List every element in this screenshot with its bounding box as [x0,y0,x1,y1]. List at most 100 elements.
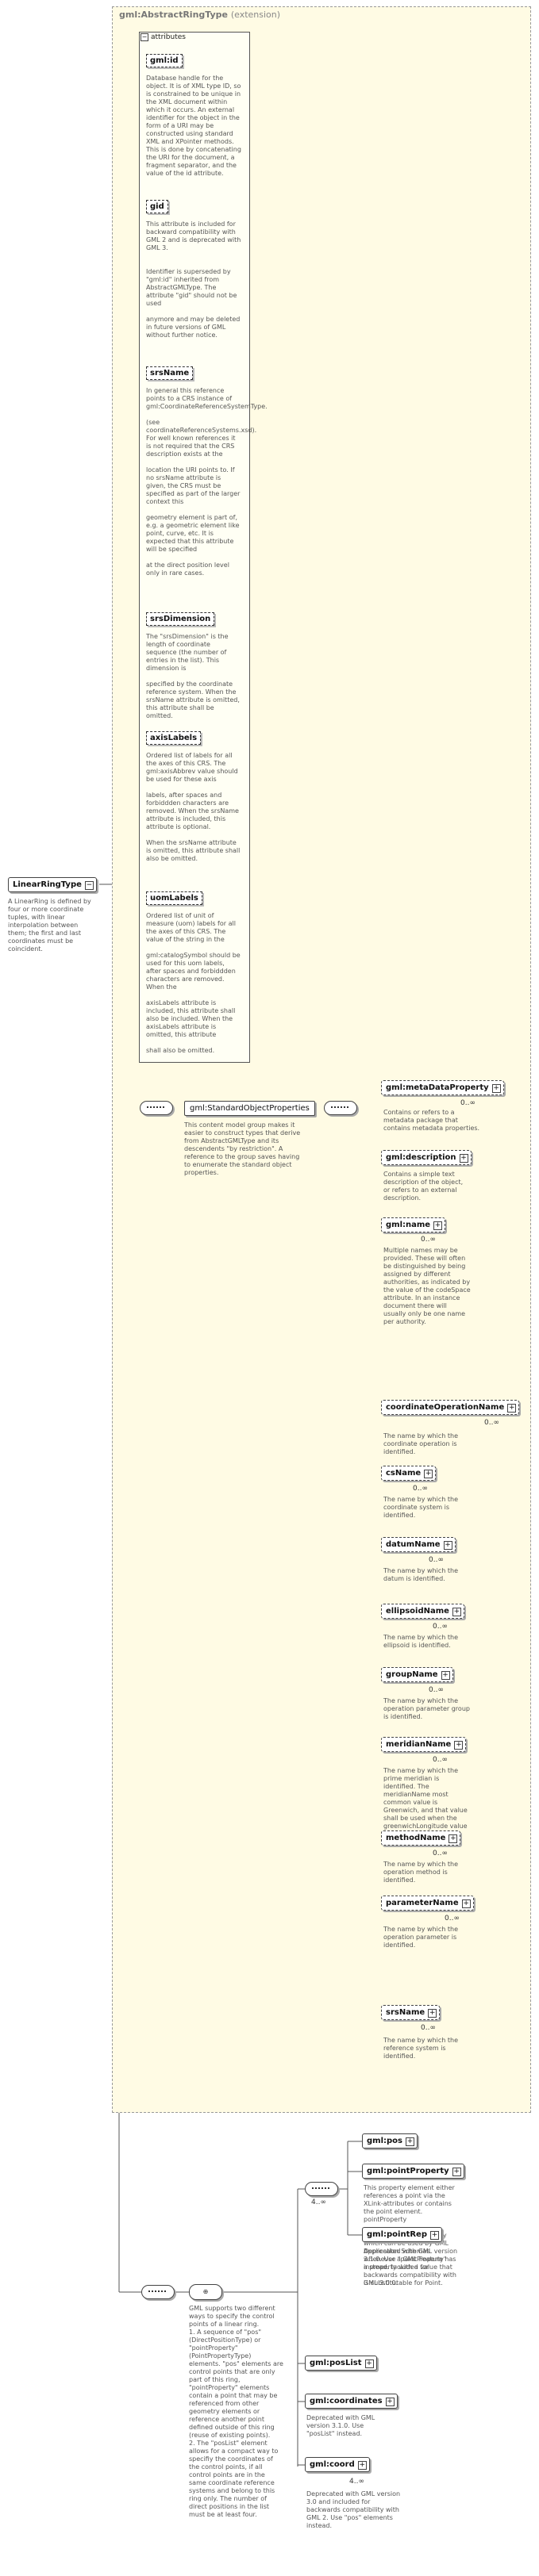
element-name: gml:pointProperty [367,2167,449,2175]
element-description: The name by which the prime meridian is … [383,1767,468,1838]
expand-icon[interactable]: + [406,2137,414,2146]
expand-icon[interactable]: + [385,2397,395,2406]
element-description-text: Contains a simple text description of th… [383,1171,464,1202]
expand-icon[interactable]: + [428,2008,437,2018]
attribute-gid[interactable]: gid [146,200,168,213]
root-description: A LinearRing is defined by four or more … [8,898,91,953]
element-pointproperty[interactable]: gml:pointProperty+ [362,2164,464,2179]
attribute-description: Ordered list of unit of measure (uom) la… [146,912,241,1054]
expand-icon[interactable]: + [364,2359,374,2368]
expand-icon[interactable]: + [454,1740,464,1750]
collapse-icon[interactable]: − [141,33,148,41]
expand-icon[interactable]: + [430,2230,440,2240]
attribute-axislabels[interactable]: axisLabels [146,731,202,745]
root-element-name: LinearRingType [13,880,82,889]
expand-icon[interactable]: + [449,1834,458,1843]
element-name: parameterName [386,1899,459,1907]
attribute-name: axisLabels [150,734,198,742]
element-name: gml:metaDataProperty [386,1083,489,1092]
extension-suffix: (extension) [230,10,281,20]
expand-icon[interactable]: + [357,2460,367,2470]
expand-icon[interactable]: − [84,880,94,890]
expand-icon[interactable]: + [452,1607,461,1616]
element-name[interactable]: gml:name+ [381,1217,446,1232]
element-coord[interactable]: gml:coord+ [305,2457,370,2472]
sequence-compositor[interactable] [324,1101,357,1115]
attribute-gml-id[interactable]: gml:id [146,54,183,67]
attribute-srsdimension[interactable]: srsDimension [146,612,215,626]
element-name: srsName [386,2008,425,2017]
element-csname[interactable]: csName+ [381,1466,437,1481]
element-description: The name by which the datum is identifie… [383,1567,458,1582]
element-description: The name by which the coordinate system … [383,1496,458,1519]
element-ellipsoidname[interactable]: ellipsoidName+ [381,1604,464,1619]
element-methodname[interactable]: methodName+ [381,1830,461,1846]
element-groupname[interactable]: groupName+ [381,1667,453,1682]
element-name: gml:posList [310,2359,362,2367]
expand-icon[interactable]: + [491,1083,501,1093]
element-description: Deprecated with GML version 3.1.0. Use "… [306,2414,375,2437]
cardinality: 0..∞ [433,1756,448,1764]
expand-icon[interactable]: + [424,1469,433,1478]
element-name: gml:pointRep [367,2230,428,2239]
element-description: The name by which the operation method i… [383,1861,458,1884]
extension-title: gml:AbstractRingType (extension) [119,10,280,20]
element-name: gml:coord [310,2460,355,2469]
expand-icon[interactable]: + [461,1899,471,1908]
cardinality: 0..∞ [445,1915,460,1922]
element-parametername[interactable]: parameterName+ [381,1896,474,1911]
expand-icon[interactable]: + [452,2167,461,2176]
element-name: meridianName [386,1740,452,1749]
cardinality: 0..∞ [413,1485,428,1493]
choice-compositor[interactable]: ⊕ [189,2284,222,2300]
element-meridianname[interactable]: meridianName+ [381,1737,467,1752]
element-name-label: gml:name [386,1221,431,1229]
element-name: gml:pos [367,2137,402,2145]
element-datumname[interactable]: datumName+ [381,1537,456,1552]
group-name: gml:StandardObjectProperties [190,1104,310,1113]
expand-icon[interactable]: + [443,1540,452,1550]
element-name: gml:coordinates [310,2397,383,2405]
element-poslist[interactable]: gml:posList+ [305,2356,377,2371]
element-description: Deprecated with GML version 3.1.0. Use "… [364,2248,458,2287]
expand-icon[interactable]: + [433,1221,443,1230]
element-coordinateoperationname[interactable]: coordinateOperationName+ [381,1400,520,1415]
root-element-linearringtype[interactable]: LinearRingType − [8,877,97,892]
sequence-compositor[interactable] [141,2285,175,2299]
element-name: methodName [386,1834,446,1842]
cardinality: 0..∞ [484,1419,499,1427]
element-pointrep[interactable]: gml:pointRep+ [362,2227,443,2242]
element-description: The name by which the reference system i… [383,2037,458,2060]
cardinality: 4..∞ [349,2478,364,2486]
cardinality: 0..∞ [460,1099,475,1107]
attribute-name: gml:id [150,56,179,65]
cardinality: 0..∞ [433,1850,448,1857]
group-standard-object-properties[interactable]: gml:StandardObjectProperties [184,1101,315,1116]
attribute-description: Ordered list of labels for all the axes … [146,752,241,862]
element-pos[interactable]: gml:pos + [362,2133,418,2149]
sequence-compositor[interactable] [305,2182,338,2196]
attribute-name: srsDimension [150,615,211,623]
attributes-group-header[interactable]: −attributes [141,33,186,41]
element-srsname[interactable]: srsName+ [381,2005,441,2020]
attribute-uomlabels[interactable]: uomLabels [146,891,202,905]
extension-name: gml:AbstractRingType [119,10,228,20]
element-name: datumName [386,1540,441,1549]
cardinality: 4..∞ [311,2198,326,2206]
element-coordinates[interactable]: gml:coordinates+ [305,2394,398,2409]
expand-icon[interactable]: + [459,1153,468,1163]
element-description: Deprecated with GML version 3.0 and incl… [306,2490,401,2529]
cardinality: 0..∞ [429,1556,444,1564]
sequence-compositor[interactable] [140,1101,173,1115]
attribute-srsname[interactable]: srsName [146,366,194,380]
element-description[interactable]: gml:description+ [381,1150,472,1165]
element-name: groupName [386,1670,438,1679]
element-description: Contains or refers to a metadata package… [383,1109,480,1132]
element-metadataproperty[interactable]: gml:metaDataProperty+ [381,1080,504,1095]
attribute-name: gid [150,202,164,211]
expand-icon[interactable]: + [507,1403,517,1413]
cardinality: 0..∞ [429,1686,444,1694]
choice-description: GML supports two different ways to speci… [189,2305,283,2518]
group-description: This content model group makes it easier… [184,1121,301,1176]
expand-icon[interactable]: + [441,1670,450,1680]
